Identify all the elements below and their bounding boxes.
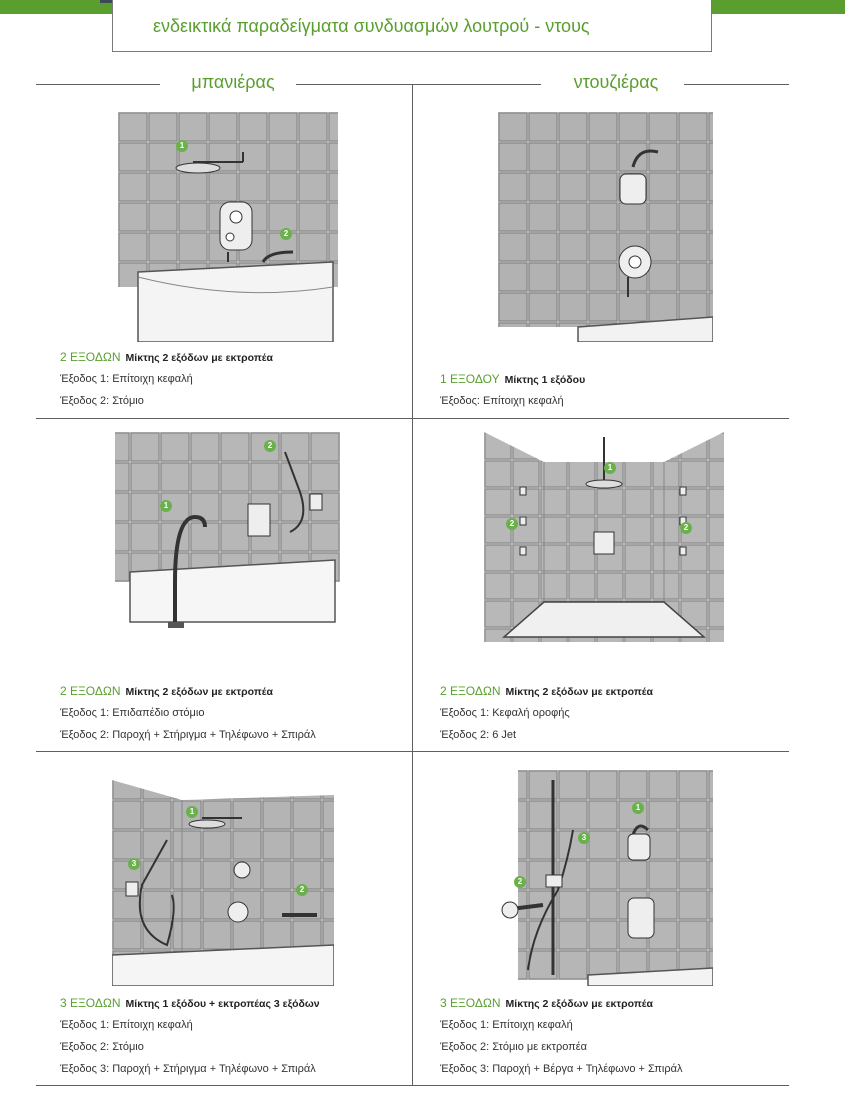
badge-output: 2 <box>280 228 292 240</box>
panel-caption: 2 ΕΞΟΔΩΝ Μίκτης 2 εξόδων με εκτροπέα Έξοδ… <box>440 684 653 750</box>
row-divider-1 <box>36 418 789 419</box>
column-title-bathtub: μπανιέρας <box>170 72 296 98</box>
output-count: 3 ΕΞΟΔΩΝ <box>60 996 121 1010</box>
panel-caption: 1 ΕΞΟΔΟΥ Μίκτης 1 εξόδου Έξοδος: Επίτοιχη… <box>440 372 585 416</box>
output-line: Έξοδος 1: Επίτοιχη κεφαλή <box>60 373 193 385</box>
panel-caption: 3 ΕΞΟΔΩΝ Μίκτης 1 εξόδου + εκτροπέας 3 εξ… <box>60 996 320 1084</box>
badge-output: 3 <box>128 858 140 870</box>
output-line: Έξοδος 2: 6 Jet <box>440 729 517 741</box>
panel-caption: 3 ΕΞΟΔΩΝ Μίκτης 2 εξόδων με εκτροπέα Έξοδ… <box>440 996 682 1084</box>
mixer-type: Μίκτης 2 εξόδων με εκτροπέα <box>125 352 273 364</box>
row-divider-3 <box>36 1085 789 1086</box>
output-count: 1 ΕΞΟΔΟΥ <box>440 372 500 386</box>
panel-caption: 2 ΕΞΟΔΩΝ Μίκτης 2 εξόδων με εκτροπέα Έξοδ… <box>60 350 273 416</box>
column-title-shower: ντουζιέρας <box>548 72 684 98</box>
badge-output: 1 <box>632 802 644 814</box>
illustration-shower-ceiling-jets: 1 2 2 <box>484 432 724 652</box>
output-line: Έξοδος: Επίτοιχη κεφαλή <box>440 395 564 407</box>
badge-output: 2 <box>296 884 308 896</box>
badge-output: 1 <box>186 806 198 818</box>
output-count: 2 ΕΞΟΔΩΝ <box>60 350 121 364</box>
title-box: ενδεικτικά παραδείγματα συνδυασμών λουτρ… <box>112 0 712 52</box>
illustration-bath-three-outputs: 1 2 3 <box>112 770 334 986</box>
badge-output: 2 <box>264 440 276 452</box>
illustration-shower-three-outputs: 1 3 2 <box>498 770 713 986</box>
mixer-type: Μίκτης 1 εξόδου + εκτροπέας 3 εξόδων <box>125 998 320 1010</box>
header-rule-left-a <box>36 84 160 85</box>
output-line: Έξοδος 3: Παροχή + Βέργα + Τηλέφωνο + Σπ… <box>440 1063 683 1075</box>
output-line: Έξοδος 1: Επίτοιχη κεφαλή <box>60 1019 193 1031</box>
output-line: Έξοδος 3: Παροχή + Στήριγμα + Τηλέφωνο +… <box>60 1063 316 1075</box>
output-count: 3 ΕΞΟΔΩΝ <box>440 996 501 1010</box>
mixer-type: Μίκτης 1 εξόδου <box>504 374 586 386</box>
output-line: Έξοδος 2: Στόμιο με εκτροπέα <box>440 1041 588 1053</box>
output-line: Έξοδος 2: Στόμιο <box>60 395 144 407</box>
mixer-type: Μίκτης 2 εξόδων με εκτροπέα <box>125 686 273 698</box>
badge-output: 1 <box>176 140 188 152</box>
badge-output: 2 <box>514 876 526 888</box>
header-rule-right-a <box>413 84 541 85</box>
page-title: ενδεικτικά παραδείγματα συνδυασμών λουτρ… <box>153 16 590 36</box>
output-line: Έξοδος 2: Παροχή + Στήριγμα + Τηλέφωνο +… <box>60 729 316 741</box>
mixer-type: Μίκτης 2 εξόδων με εκτροπέα <box>505 686 653 698</box>
row-divider-2 <box>36 751 789 752</box>
header-rule-left-b <box>290 84 412 85</box>
illustration-shower-wall-head <box>498 112 713 342</box>
output-count: 2 ΕΞΟΔΩΝ <box>60 684 121 698</box>
illustration-bath-wall-head: 1 2 <box>118 112 338 342</box>
output-line: Έξοδος 1: Επιδαπέδιο στόμιο <box>60 707 205 719</box>
panel-caption: 2 ΕΞΟΔΩΝ Μίκτης 2 εξόδων με εκτροπέα Έξοδ… <box>60 684 316 750</box>
output-line: Έξοδος 2: Στόμιο <box>60 1041 144 1053</box>
column-divider <box>412 84 413 1086</box>
badge-output: 1 <box>160 500 172 512</box>
badge-output: 2 <box>680 522 692 534</box>
badge-output: 2 <box>506 518 518 530</box>
header-rule-right-b <box>675 84 789 85</box>
output-line: Έξοδος 1: Κεφαλή οροφής <box>440 707 570 719</box>
output-line: Έξοδος 1: Επίτοιχη κεφαλή <box>440 1019 573 1031</box>
illustration-bath-floor-spout: 1 2 <box>100 432 340 652</box>
badge-output: 1 <box>604 462 616 474</box>
output-count: 2 ΕΞΟΔΩΝ <box>440 684 501 698</box>
badge-output: 3 <box>578 832 590 844</box>
mixer-type: Μίκτης 2 εξόδων με εκτροπέα <box>505 998 653 1010</box>
